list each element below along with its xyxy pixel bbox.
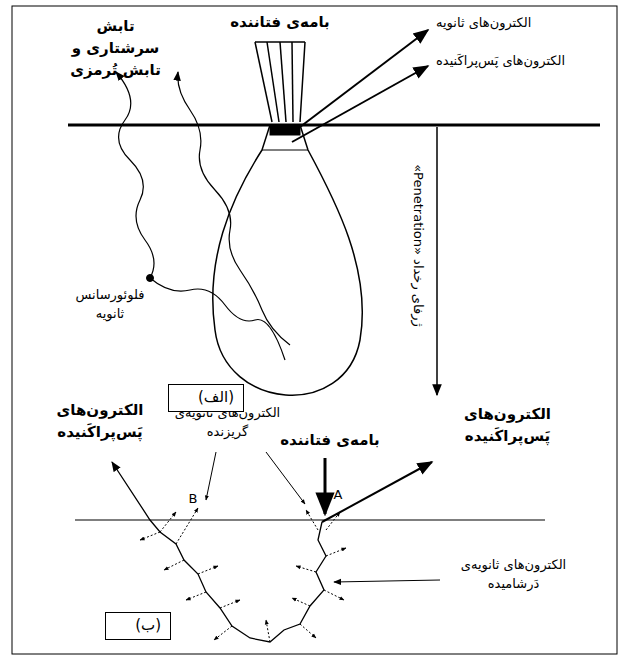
panel-label-box: (ب) <box>105 612 171 640</box>
label-text: الکترون‌های پَس‌پراکَنیده <box>40 400 160 444</box>
panel-label: (الف) <box>178 388 234 408</box>
label-text: الکترون‌های ثانویه‌ی دَرشامیده <box>446 556 581 594</box>
label-text: A <box>331 486 345 505</box>
label-text: تابش سرشتاری و تابش تُرمزی <box>58 16 173 81</box>
label-text: الکترون‌های پَس‌پراکَنیده <box>440 404 575 448</box>
label-text: B <box>186 490 200 509</box>
label-text: الکترون‌های ثانویه <box>436 14 611 33</box>
panel-a-art <box>68 30 600 395</box>
panel-label-box: (الف) <box>168 384 244 412</box>
label-text: بامه‌ی فتاننده <box>280 430 380 452</box>
frame <box>12 6 617 654</box>
panel-label: (ب) <box>115 616 161 636</box>
label-text: ژرفای رخداد «Penetration» <box>408 164 427 327</box>
label-text: فلوئورسانس ثانویه <box>62 286 158 324</box>
panel-b-art <box>75 452 545 642</box>
label-text: الکترون‌های پَس‌پراکَنیده <box>436 52 611 71</box>
label-text: بامه‌ی فتاننده <box>220 12 340 34</box>
